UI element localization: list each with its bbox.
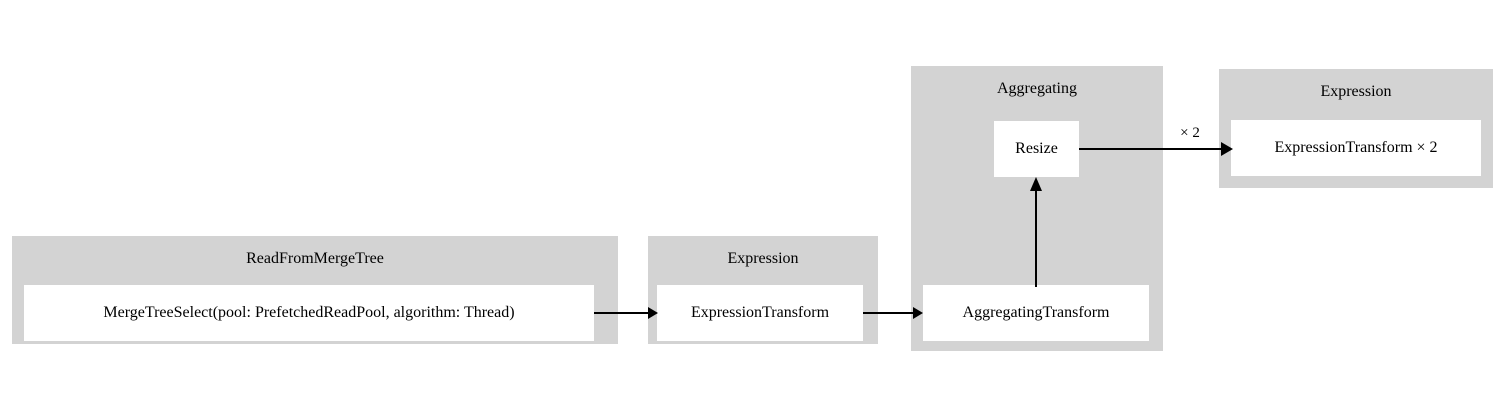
edge-expression-transform-to-aggregating-transform [863,307,923,319]
node-label-expression-transform-x2: ExpressionTransform × 2 [1274,139,1438,156]
node-expression-transform-x2[interactable]: ExpressionTransform × 2 [1231,120,1481,176]
edge-merge-tree-select-to-expression-transform [594,307,658,319]
node-expression-transform[interactable]: ExpressionTransform [657,285,863,341]
node-label-merge-tree-select: MergeTreeSelect(pool: PrefetchedReadPool… [103,304,515,321]
edge-resize-to-expression-transform-x2 [1079,142,1233,156]
node-label-expression-transform: ExpressionTransform [690,304,830,321]
edge-aggregating-transform-to-resize [1030,177,1042,287]
cluster-title-expression-1: Expression [727,250,799,267]
cluster-title-read-from-merge-tree: ReadFromMergeTree [246,250,384,267]
node-merge-tree-select[interactable]: MergeTreeSelect(pool: PrefetchedReadPool… [24,285,594,341]
node-label-resize: Resize [1015,140,1058,157]
cluster-title-expression-2: Expression [1320,83,1392,100]
node-resize[interactable]: Resize [994,121,1079,177]
cluster-title-aggregating: Aggregating [997,80,1077,97]
edge-label-resize-to-expression-transform-x2: × 2 [1180,125,1200,141]
node-label-aggregating-transform: AggregatingTransform [962,304,1110,321]
node-aggregating-transform[interactable]: AggregatingTransform [923,285,1149,341]
